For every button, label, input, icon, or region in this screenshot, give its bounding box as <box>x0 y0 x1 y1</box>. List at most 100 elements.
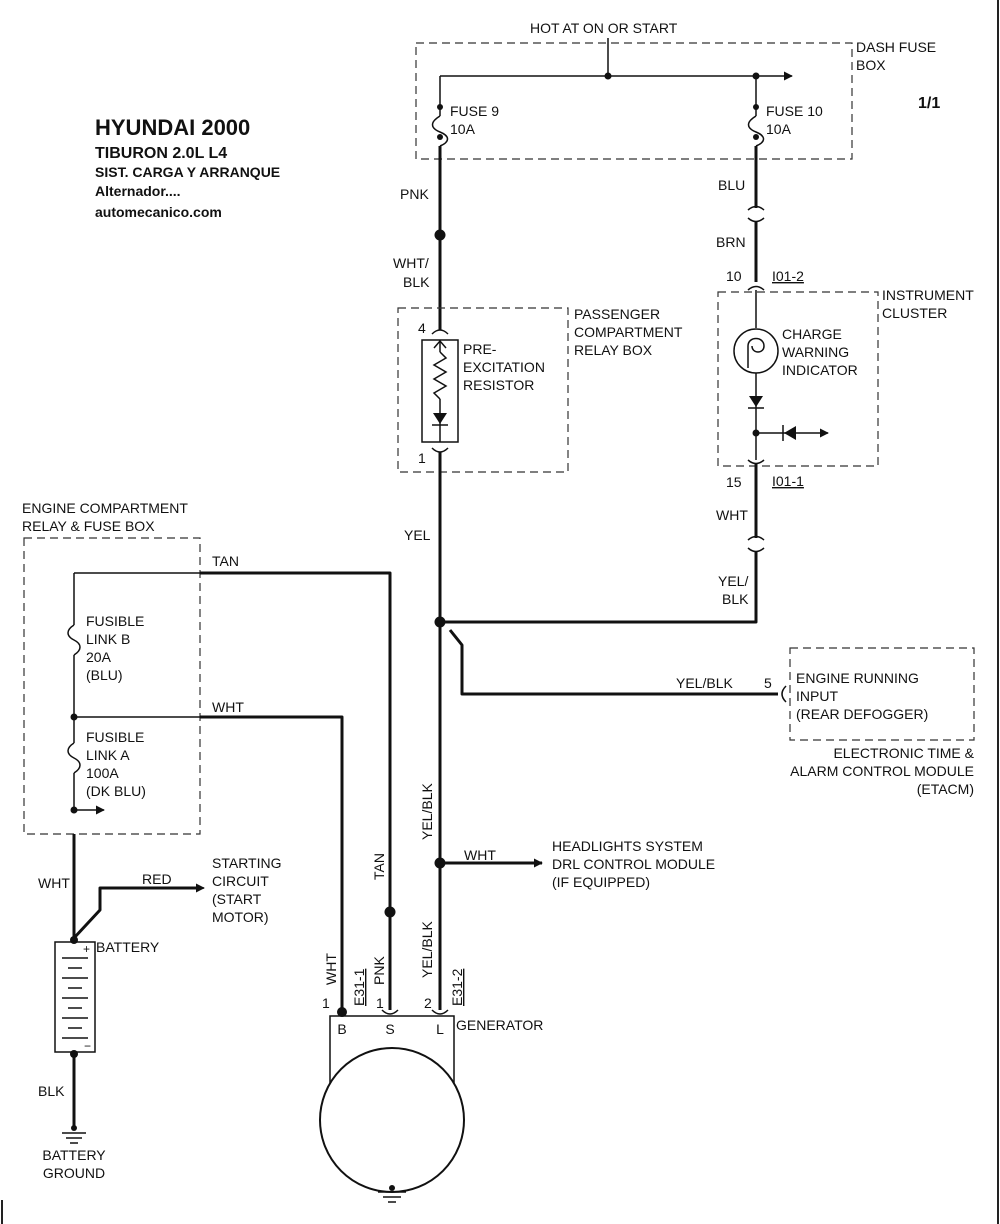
title-block: HYUNDAI 2000 TIBURON 2.0L L4 SIST. CARGA… <box>95 115 280 220</box>
wire-color-blu: BLU <box>718 177 745 193</box>
connector-l <box>431 1009 449 1015</box>
terminal-l: L <box>436 1021 444 1037</box>
hot-at-label: HOT AT ON OR START <box>530 20 678 36</box>
charge-warning-lamp-icon <box>733 328 779 374</box>
red-wire <box>72 886 198 940</box>
fusible-link-b-icon <box>67 624 81 656</box>
fusible-b-label-3: 20A <box>86 649 112 665</box>
resistor-label-3: RESISTOR <box>463 377 534 393</box>
pin-1: 1 <box>418 450 426 466</box>
wire-color-yel-blk-1: YEL/ <box>718 573 748 589</box>
fusible-b-label-4: (BLU) <box>86 667 123 683</box>
instrument-cluster-label-2: CLUSTER <box>882 305 947 321</box>
resistor-label-1: PRE- <box>463 341 497 357</box>
wire-color-yel-blk-generator: YEL/BLK <box>419 921 435 978</box>
wire-color-wht-battery: WHT <box>38 875 70 891</box>
connector-i01-2: I01-2 <box>772 268 804 284</box>
wire-color-yel-blk-vertical: YEL/BLK <box>419 783 435 840</box>
wire-color-wht-top: WHT <box>212 699 244 715</box>
generator-label: GENERATOR <box>456 1017 543 1033</box>
engine-relay-fuse-box <box>23 537 201 835</box>
title-make: HYUNDAI 2000 <box>95 115 250 140</box>
starting-label-3: (START <box>212 891 262 907</box>
fuse9-rating: 10A <box>450 121 476 137</box>
pin-5: 5 <box>764 675 772 691</box>
gen-pin-s-1: 1 <box>376 995 384 1011</box>
battery-ground-icon <box>62 1125 86 1144</box>
engine-box-label-2: RELAY & FUSE BOX <box>22 518 155 534</box>
title-model: TIBURON 2.0L L4 <box>95 145 227 162</box>
instrument-cluster-label-1: INSTRUMENT <box>882 287 974 303</box>
charge-indicator-label-3: INDICATOR <box>782 362 858 378</box>
charge-indicator-label-2: WARNING <box>782 344 849 360</box>
connector-s <box>381 1009 399 1015</box>
diode-icon <box>782 425 796 441</box>
battery-ground-label-1: BATTERY <box>42 1147 106 1163</box>
inline-connector-icon <box>747 535 765 553</box>
resistor-icon <box>432 339 448 442</box>
wire-color-wht-drl: WHT <box>464 847 496 863</box>
yel-blk-wire-etacm <box>448 629 778 696</box>
wire-color-wht-blk-2: BLK <box>403 274 430 290</box>
connector-e31-2: E31-2 <box>449 968 465 1006</box>
etacm-box <box>789 647 975 741</box>
inline-connector-icon <box>747 205 765 223</box>
junction-dot <box>604 72 612 80</box>
wire-color-wht-blk-1: WHT/ <box>393 255 429 271</box>
battery-label: BATTERY <box>96 939 160 955</box>
connector-i01-1: I01-1 <box>772 473 804 489</box>
resistor-label-2: EXCITATION <box>463 359 545 375</box>
drl-label-1: HEADLIGHTS SYSTEM <box>552 838 703 854</box>
connector-pin-10 <box>747 285 765 291</box>
battery-ground-label-2: GROUND <box>43 1165 105 1181</box>
wire-color-brn: BRN <box>716 234 746 250</box>
wire-color-pnk: PNK <box>400 186 429 202</box>
passenger-relay-box-label-1: PASSENGER <box>574 306 660 322</box>
fuse9-icon <box>431 104 449 147</box>
pin-4: 4 <box>418 320 426 336</box>
yel-blk-wire-cluster <box>440 551 758 624</box>
battery-cells-icon <box>62 957 88 1039</box>
title-site: automecanico.com <box>95 204 222 220</box>
fusible-a-label-3: 100A <box>86 765 119 781</box>
generator-icon <box>319 1047 465 1193</box>
pin-15: 15 <box>726 474 742 490</box>
wire-color-wht-generator: WHT <box>323 953 339 985</box>
title-system: SIST. CARGA Y ARRANQUE <box>95 164 280 180</box>
passenger-relay-box-label-2: COMPARTMENT <box>574 324 683 340</box>
etacm-name-3: (ETACM) <box>917 781 974 797</box>
terminal-b: B <box>337 1021 346 1037</box>
dash-fuse-box-label-2: BOX <box>856 57 886 73</box>
splice-dot <box>434 229 446 241</box>
gen-pin-b-1: 1 <box>322 995 330 1011</box>
title-component: Alternador.... <box>95 183 181 199</box>
wire-color-wht-cluster: WHT <box>716 507 748 523</box>
pin-10: 10 <box>726 268 742 284</box>
tan-wire <box>200 571 392 1010</box>
terminal-s: S <box>385 1021 394 1037</box>
connector-pin-15 <box>747 459 765 465</box>
wire-color-red: RED <box>142 871 172 887</box>
etacm-input-label-3: (REAR DEFOGGER) <box>796 706 928 722</box>
wire-color-yel: YEL <box>404 527 431 543</box>
etacm-input-label-2: INPUT <box>796 688 838 704</box>
fusible-a-label-1: FUSIBLE <box>86 729 144 745</box>
starting-label-4: MOTOR) <box>212 909 269 925</box>
generator-ground-icon <box>378 1185 406 1203</box>
drl-label-2: DRL CONTROL MODULE <box>552 856 715 872</box>
fusible-a-label-4: (DK BLU) <box>86 783 146 799</box>
wire-color-yel-blk-2: BLK <box>722 591 749 607</box>
connector-pin-4 <box>431 329 449 335</box>
passenger-relay-box <box>397 307 569 473</box>
etacm-name-2: ALARM CONTROL MODULE <box>790 763 974 779</box>
wht-wire-generator <box>200 715 344 1012</box>
fuse10-icon <box>747 104 765 147</box>
fuse10-label: FUSE 10 <box>766 103 823 119</box>
fuse10-rating: 10A <box>766 121 792 137</box>
diode-icon <box>748 396 764 409</box>
fuse9-label: FUSE 9 <box>450 103 499 119</box>
wire-color-tan: TAN <box>212 553 239 569</box>
engine-box-label-1: ENGINE COMPARTMENT <box>22 500 188 516</box>
page-number: 1/1 <box>918 95 940 112</box>
